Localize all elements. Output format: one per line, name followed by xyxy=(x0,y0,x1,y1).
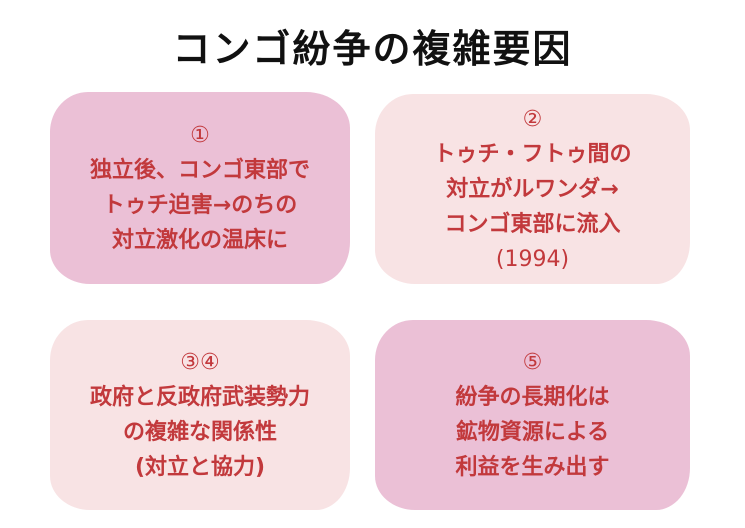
diagram-title: コンゴ紛争の複雑要因 xyxy=(172,27,573,71)
factor-line: 独立後、コンゴ東部で xyxy=(89,158,310,183)
factor-number: ① xyxy=(190,123,210,148)
factor-line: 利益を生み出す xyxy=(455,455,610,480)
factor-line: トゥチ迫害→のちの xyxy=(102,193,298,218)
factor-line: 対立激化の温床に xyxy=(111,228,288,253)
factor-line: コンゴ東部に流入 xyxy=(444,211,621,237)
factor-number: ⑤ xyxy=(522,350,543,375)
factor-box-1: ① 独立後、コンゴ東部で トゥチ迫害→のちの 対立激化の温床に xyxy=(50,92,350,284)
factor-box-3-4: ③④ 政府と反政府武装勢力 の複雑な関係性 (対立と協力) xyxy=(50,320,350,510)
factor-line: (1994) xyxy=(495,246,570,272)
factor-line: トゥチ・フトゥ間の xyxy=(433,141,632,167)
factor-box-2: ② トゥチ・フトゥ間の 対立がルワンダ→ コンゴ東部に流入 (1994) xyxy=(375,94,690,284)
factor-number: ③④ xyxy=(180,350,220,375)
factor-box-5: ⑤ 紛争の長期化は 鉱物資源による 利益を生み出す xyxy=(375,320,690,510)
factor-line: (対立と協力) xyxy=(134,455,266,480)
factor-line: 政府と反政府武装勢力 xyxy=(89,385,310,410)
factor-line: の複雑な関係性 xyxy=(122,420,277,445)
factor-line: 紛争の長期化は xyxy=(455,385,610,410)
factor-line: 対立がルワンダ→ xyxy=(446,176,619,202)
factor-line: 鉱物資源による xyxy=(455,420,610,445)
factor-number: ② xyxy=(522,106,543,132)
